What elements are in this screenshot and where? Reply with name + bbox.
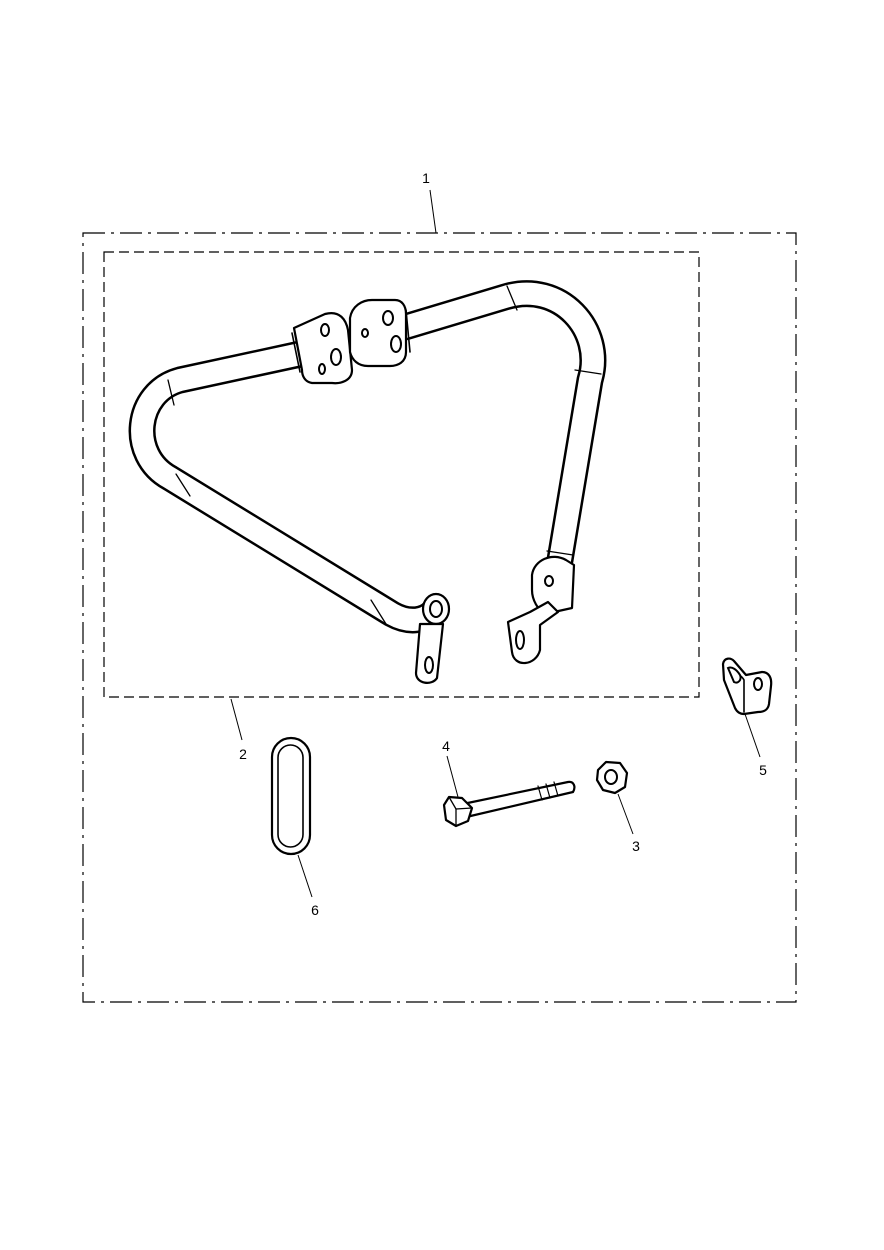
leader-line-2 — [230, 698, 243, 741]
bolt-part — [442, 780, 576, 828]
callout-5: 5 — [759, 762, 767, 778]
crash-bar-assembly — [128, 280, 607, 684]
leader-line-3 — [617, 793, 634, 835]
crash-bar-assembly-box — [103, 251, 700, 698]
callout-4: 4 — [442, 738, 450, 754]
leader-line-4 — [446, 755, 459, 798]
nut-part — [595, 760, 629, 795]
bracket-part — [721, 657, 773, 716]
leader-line-6 — [297, 854, 313, 898]
trim-ring-part — [270, 736, 312, 856]
callout-3: 3 — [632, 838, 640, 854]
leader-line-5 — [744, 713, 761, 758]
callout-6: 6 — [311, 902, 319, 918]
leader-line-1 — [429, 189, 437, 234]
callout-2: 2 — [239, 746, 247, 762]
callout-1: 1 — [422, 170, 430, 186]
